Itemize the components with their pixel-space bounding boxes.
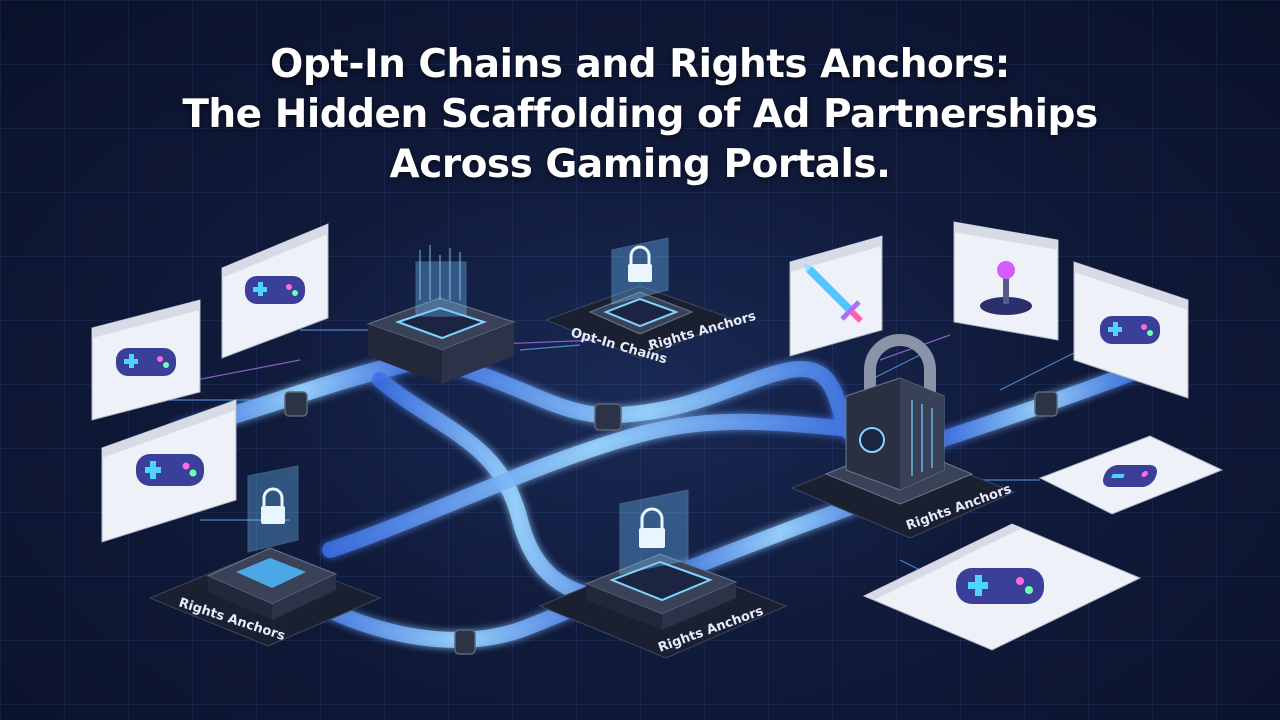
padlock-icon <box>261 487 285 524</box>
gamepad-icon <box>1102 465 1158 487</box>
rights-anchor-node: Rights Anchors <box>538 489 788 659</box>
gamepad-icon <box>116 348 176 376</box>
joystick-icon <box>980 261 1032 315</box>
gamepad-icon <box>136 454 204 486</box>
portal-window <box>862 523 1142 651</box>
portal-window <box>953 221 1059 341</box>
gamepad-icon <box>956 568 1044 604</box>
title-line-1: Opt-In Chains and Rights Anchors: <box>270 42 1010 87</box>
page-title: Opt-In Chains and Rights Anchors: The Hi… <box>140 40 1140 190</box>
gamepad-icon <box>1100 316 1160 344</box>
title-line-3: Across Gaming Portals. <box>389 142 891 187</box>
opt-in-hub: Opt-In Chains Rights Anchors <box>544 237 758 367</box>
portal-window <box>1073 261 1189 399</box>
padlock-icon <box>639 507 665 548</box>
portal-window <box>1038 435 1224 515</box>
portal-window <box>221 223 329 359</box>
title-line-2: The Hidden Scaffolding of Ad Partnership… <box>182 92 1098 137</box>
portal-window <box>91 299 201 421</box>
portal-window <box>101 399 237 543</box>
portal-window <box>789 235 883 357</box>
data-hub <box>366 245 516 384</box>
padlock-icon <box>845 334 945 491</box>
rights-anchor-node: Rights Anchors <box>790 334 1016 539</box>
padlock-icon <box>628 245 652 282</box>
hologram-panel <box>415 261 467 317</box>
gamepad-icon <box>245 276 305 304</box>
sword-icon <box>803 263 863 323</box>
